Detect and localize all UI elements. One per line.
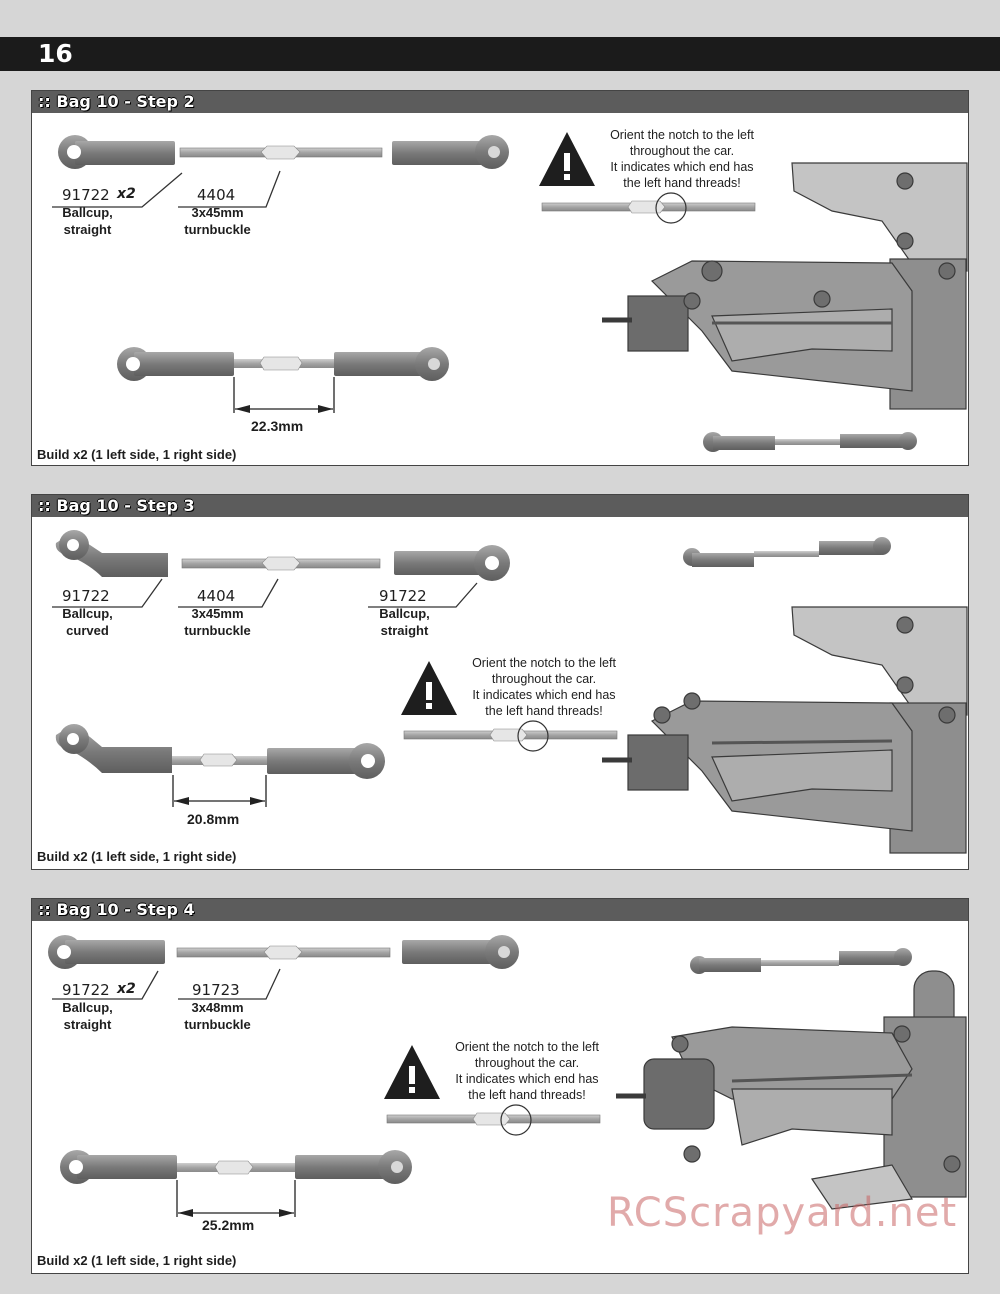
build-instruction: Build x2 (1 left side, 1 right side) <box>37 447 237 462</box>
quantity-badge: x2 <box>117 186 136 202</box>
step-panel-3: :: Bag 10 - Step 3 <box>31 494 969 870</box>
part-number: 91722 <box>62 981 110 999</box>
part-number: 91722 <box>62 587 110 605</box>
measurement-label: 20.8mm <box>187 811 240 827</box>
part-label: Ballcup,straight <box>62 1000 113 1032</box>
step-header: :: Bag 10 - Step 2 <box>32 91 968 113</box>
step-title: :: Bag 10 - Step 4 <box>38 900 195 919</box>
watermark: RCScrapyard.net <box>607 1190 958 1236</box>
build-instruction: Build x2 (1 left side, 1 right side) <box>37 849 237 864</box>
step-header: :: Bag 10 - Step 3 <box>32 495 968 517</box>
step-panel-4: :: Bag 10 - Step 4 <box>31 898 969 1274</box>
step-title: :: Bag 10 - Step 3 <box>38 496 195 515</box>
step-header: :: Bag 10 - Step 4 <box>32 899 968 921</box>
installed-link-preview <box>683 537 891 567</box>
part-label: Ballcup,curved <box>62 606 113 638</box>
page-number: 16 <box>38 39 73 68</box>
assembled-link <box>117 347 449 381</box>
step-3-illustration <box>52 530 968 854</box>
part-number: 91723 <box>192 981 240 999</box>
part-label: Ballcup,straight <box>379 606 430 638</box>
ballcup-straight-left <box>48 935 165 969</box>
measurement-label: 22.3mm <box>251 418 304 434</box>
part-number: 4404 <box>197 186 236 204</box>
step-title: :: Bag 10 - Step 2 <box>38 92 195 111</box>
quantity-badge: x2 <box>117 981 136 997</box>
ballcup-curved <box>55 530 168 577</box>
ballcup-straight-right <box>392 135 509 169</box>
turnbuckle-91723 <box>176 945 391 960</box>
turnbuckle-4404 <box>179 145 383 160</box>
step-panel-2: :: Bag 10 - Step 2 <box>31 90 969 466</box>
build-instruction: Build x2 (1 left side, 1 right side) <box>37 1253 237 1268</box>
measurement-label: 25.2mm <box>202 1217 255 1233</box>
step-2-illustration <box>52 132 968 452</box>
assembled-link <box>55 724 385 779</box>
assembled-link <box>60 1150 412 1184</box>
turnbuckle-4404 <box>181 556 381 571</box>
page-header-bar: 16 <box>0 37 1000 71</box>
chassis-illustration <box>602 606 968 854</box>
part-number: 91722 <box>379 587 427 605</box>
installed-link-preview <box>703 432 917 452</box>
ballcup-straight-right <box>402 935 519 969</box>
installed-link-preview <box>690 948 912 974</box>
chassis-illustration <box>616 970 967 1210</box>
part-number: 4404 <box>197 587 236 605</box>
part-number: 91722 <box>62 186 110 204</box>
step-4-illustration <box>48 935 967 1217</box>
part-label: Ballcup,straight <box>62 205 113 237</box>
chassis-illustration <box>602 162 968 410</box>
ballcup-straight-left <box>58 135 175 169</box>
ballcup-straight <box>394 545 510 581</box>
